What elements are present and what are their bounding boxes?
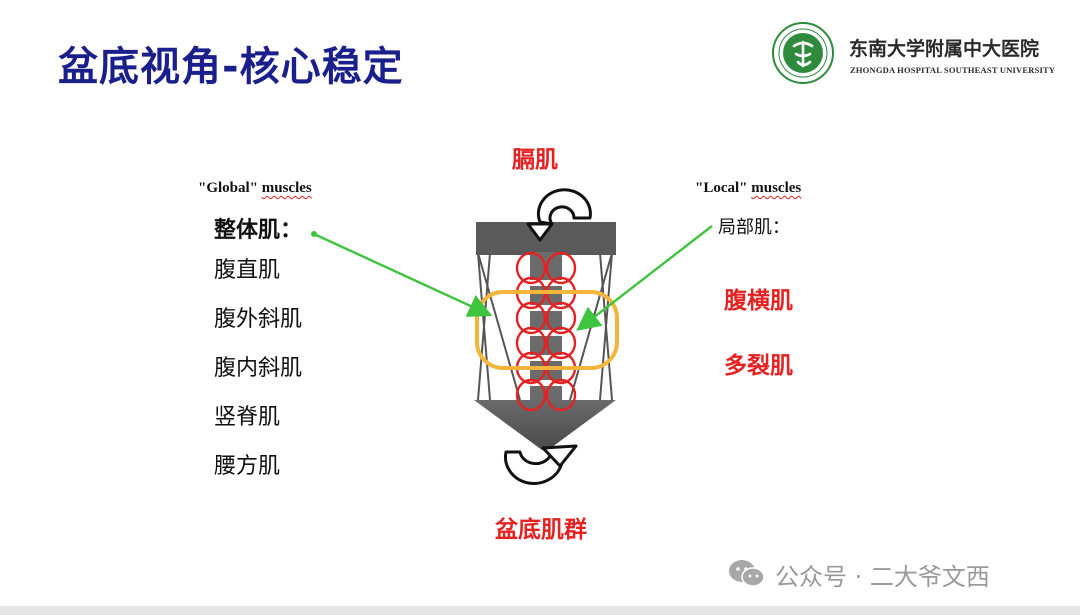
list-item: 腰方肌 bbox=[214, 454, 281, 479]
global-label-quote: "Global" bbox=[198, 180, 258, 196]
pelvic-floor-label: 盆底肌群 bbox=[495, 517, 587, 543]
vertebra-gaps bbox=[530, 280, 562, 386]
hospital-name-en: ZHONGDA HOSPITAL SOUTHEAST UNIVERSITY bbox=[850, 65, 1056, 75]
global-muscles-label: "Global" muscles bbox=[198, 180, 312, 197]
diaphragm-label: 膈肌 bbox=[512, 147, 558, 173]
pelvic-rotate-icon bbox=[504, 444, 578, 485]
local-label-word: muscles bbox=[751, 180, 802, 196]
global-pointer-arrow bbox=[313, 232, 493, 317]
list-item: 腹外斜肌 bbox=[214, 307, 303, 332]
spine-column bbox=[530, 252, 562, 402]
wechat-icon bbox=[729, 560, 765, 587]
pelvic-funnel bbox=[474, 400, 616, 450]
local-label-quote: "Local" bbox=[695, 180, 748, 196]
local-muscles-heading: 局部肌： bbox=[718, 217, 790, 238]
global-muscles-heading: 整体肌： bbox=[214, 218, 303, 243]
watermark-text: 公众号 · 二大爷文西 bbox=[775, 563, 990, 591]
local-muscles-label: "Local" muscles bbox=[695, 180, 801, 197]
list-item: 腹直肌 bbox=[214, 258, 281, 283]
hospital-seal-icon bbox=[772, 22, 834, 84]
list-item: 腹内斜肌 bbox=[214, 356, 303, 381]
local-pointer-arrow bbox=[576, 225, 713, 331]
global-muscles-list: 腹直肌 腹外斜肌 腹内斜肌 竖脊肌 腰方肌 bbox=[214, 256, 302, 501]
list-item: 腹横肌 bbox=[724, 288, 793, 314]
global-label-word: muscles bbox=[261, 180, 312, 196]
local-muscles-list: 腹横肌 多裂肌 bbox=[724, 286, 793, 416]
hospital-name-cn: 东南大学附属中大医院 bbox=[849, 38, 1040, 60]
bottom-bar bbox=[0, 606, 1080, 615]
transversus-ring bbox=[475, 290, 619, 370]
list-item: 多裂肌 bbox=[724, 353, 793, 379]
slide-title: 盆底视角-核心稳定 bbox=[58, 44, 404, 90]
hospital-logo: 东南大学附属中大医院 ZHONGDA HOSPITAL SOUTHEAST UN… bbox=[772, 22, 1072, 86]
diaphragm-rotate-icon bbox=[526, 188, 592, 242]
list-item: 竖脊肌 bbox=[214, 405, 281, 430]
